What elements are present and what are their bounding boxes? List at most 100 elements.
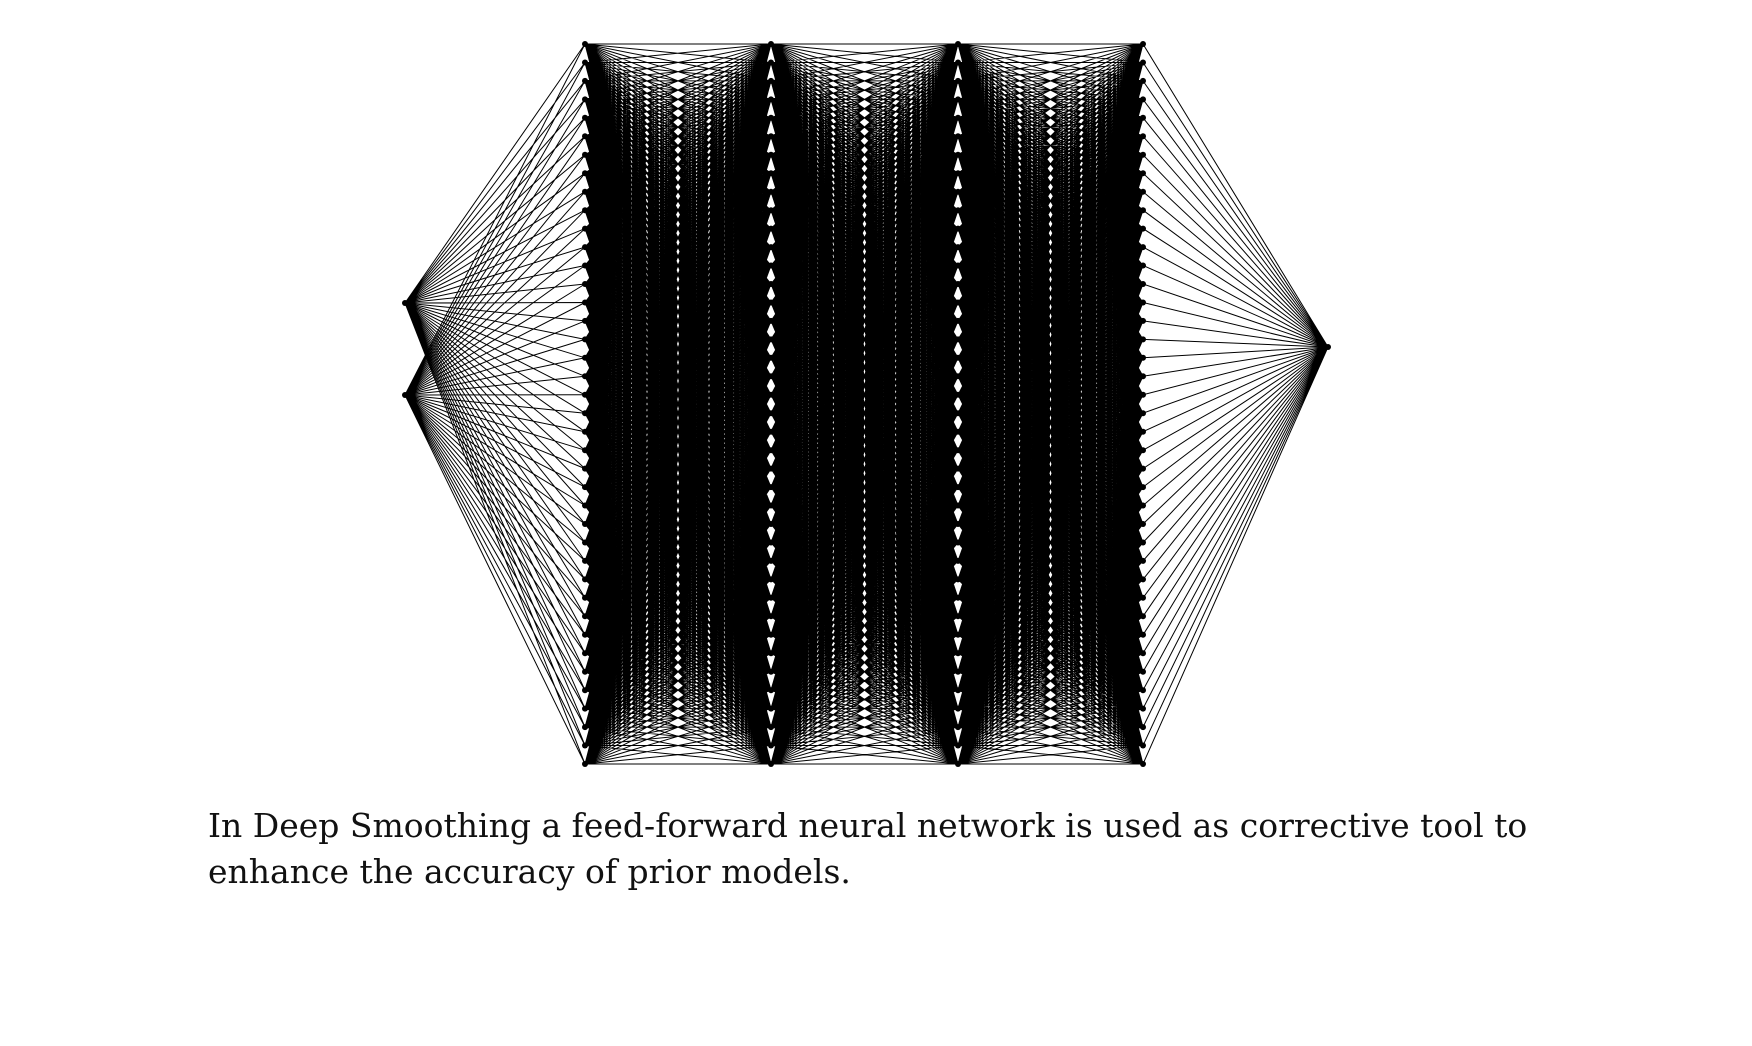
node-hidden-4-32 bbox=[955, 613, 961, 620]
node-hidden-2-10 bbox=[582, 207, 588, 214]
node-hidden-2-24 bbox=[582, 465, 588, 472]
node-hidden-4-24 bbox=[955, 465, 961, 472]
edges-layer-1-to-2 bbox=[404, 43, 586, 765]
node-hidden-3-9 bbox=[768, 188, 774, 195]
node-hidden-5-34 bbox=[1140, 650, 1146, 657]
node-hidden-2-8 bbox=[582, 170, 588, 177]
node-hidden-5-40 bbox=[1140, 761, 1146, 767]
node-hidden-3-12 bbox=[768, 244, 774, 251]
node-hidden-5-12 bbox=[1140, 244, 1146, 251]
node-hidden-5-29 bbox=[1140, 557, 1146, 564]
network-nodes bbox=[402, 41, 1331, 767]
node-hidden-2-7 bbox=[582, 151, 588, 158]
node-hidden-2-27 bbox=[582, 521, 588, 527]
node-hidden-2-5 bbox=[582, 114, 588, 121]
edges-layer-3-to-4 bbox=[770, 43, 959, 765]
node-hidden-4-4 bbox=[955, 96, 961, 103]
node-hidden-3-40 bbox=[768, 761, 774, 767]
node-hidden-3-25 bbox=[768, 484, 774, 491]
node-hidden-3-39 bbox=[768, 742, 774, 749]
node-hidden-4-12 bbox=[955, 244, 961, 251]
node-hidden-2-23 bbox=[582, 447, 588, 454]
node-hidden-5-5 bbox=[1140, 114, 1146, 121]
node-hidden-5-33 bbox=[1140, 631, 1146, 638]
node-hidden-2-20 bbox=[582, 391, 588, 398]
node-hidden-2-28 bbox=[582, 539, 588, 546]
node-hidden-2-32 bbox=[582, 613, 588, 620]
node-hidden-3-19 bbox=[768, 373, 774, 380]
node-hidden-2-14 bbox=[582, 281, 588, 287]
node-hidden-5-31 bbox=[1140, 594, 1146, 601]
node-hidden-3-35 bbox=[768, 668, 774, 675]
node-hidden-5-15 bbox=[1140, 299, 1146, 306]
node-hidden-5-4 bbox=[1140, 96, 1146, 103]
node-hidden-2-16 bbox=[582, 317, 588, 324]
node-hidden-3-2 bbox=[768, 59, 774, 66]
node-hidden-3-6 bbox=[768, 133, 774, 140]
node-hidden-4-19 bbox=[955, 373, 961, 380]
node-input-1-2 bbox=[402, 392, 408, 398]
node-hidden-4-16 bbox=[955, 317, 961, 324]
node-hidden-4-20 bbox=[955, 391, 961, 398]
node-hidden-3-22 bbox=[768, 428, 774, 435]
node-hidden-4-36 bbox=[955, 687, 961, 694]
node-hidden-3-26 bbox=[768, 502, 774, 509]
node-hidden-5-36 bbox=[1140, 687, 1146, 694]
node-hidden-3-3 bbox=[768, 77, 774, 84]
node-hidden-3-37 bbox=[768, 705, 774, 712]
node-hidden-3-11 bbox=[768, 225, 774, 232]
node-hidden-4-38 bbox=[955, 724, 961, 731]
node-hidden-2-15 bbox=[582, 299, 588, 306]
node-hidden-4-18 bbox=[955, 354, 961, 361]
node-hidden-3-8 bbox=[768, 170, 774, 177]
node-hidden-5-19 bbox=[1140, 373, 1146, 380]
node-hidden-2-6 bbox=[582, 133, 588, 140]
node-hidden-4-27 bbox=[955, 521, 961, 527]
node-hidden-2-13 bbox=[582, 262, 588, 269]
node-hidden-2-33 bbox=[582, 631, 588, 638]
node-hidden-4-5 bbox=[955, 114, 961, 121]
node-hidden-4-7 bbox=[955, 151, 961, 158]
node-hidden-3-1 bbox=[768, 41, 774, 47]
node-hidden-5-13 bbox=[1140, 262, 1146, 269]
figure-caption: In Deep Smoothing a feed-forward neural … bbox=[208, 806, 1528, 891]
node-hidden-3-28 bbox=[768, 539, 774, 546]
node-hidden-4-39 bbox=[955, 742, 961, 749]
node-hidden-4-22 bbox=[955, 428, 961, 435]
node-hidden-5-25 bbox=[1140, 484, 1146, 491]
node-hidden-5-16 bbox=[1140, 317, 1146, 324]
node-hidden-4-26 bbox=[955, 502, 961, 509]
node-hidden-4-34 bbox=[955, 650, 961, 657]
node-hidden-4-40 bbox=[955, 761, 961, 767]
node-hidden-4-1 bbox=[955, 41, 961, 47]
node-hidden-2-25 bbox=[582, 484, 588, 491]
node-hidden-2-22 bbox=[582, 428, 588, 435]
node-hidden-3-31 bbox=[768, 594, 774, 601]
node-hidden-3-13 bbox=[768, 262, 774, 269]
node-hidden-4-30 bbox=[955, 576, 961, 583]
node-hidden-5-28 bbox=[1140, 539, 1146, 546]
node-hidden-2-2 bbox=[582, 59, 588, 66]
node-hidden-2-21 bbox=[582, 410, 588, 417]
node-hidden-5-6 bbox=[1140, 133, 1146, 140]
node-hidden-2-34 bbox=[582, 650, 588, 657]
node-hidden-2-18 bbox=[582, 354, 588, 361]
node-hidden-3-36 bbox=[768, 687, 774, 694]
node-hidden-5-38 bbox=[1140, 724, 1146, 731]
node-hidden-3-32 bbox=[768, 613, 774, 620]
node-hidden-3-20 bbox=[768, 391, 774, 398]
node-hidden-3-24 bbox=[768, 465, 774, 472]
node-hidden-4-13 bbox=[955, 262, 961, 269]
node-hidden-2-37 bbox=[582, 705, 588, 712]
node-hidden-5-2 bbox=[1140, 59, 1146, 66]
node-output-6-1 bbox=[1325, 344, 1331, 350]
node-hidden-4-8 bbox=[955, 170, 961, 177]
node-hidden-5-17 bbox=[1140, 336, 1146, 343]
edges-layer-2-to-3 bbox=[584, 43, 772, 765]
node-hidden-2-30 bbox=[582, 576, 588, 583]
node-hidden-2-12 bbox=[582, 244, 588, 251]
node-hidden-2-17 bbox=[582, 336, 588, 343]
node-hidden-5-8 bbox=[1140, 170, 1146, 177]
node-hidden-3-23 bbox=[768, 447, 774, 454]
